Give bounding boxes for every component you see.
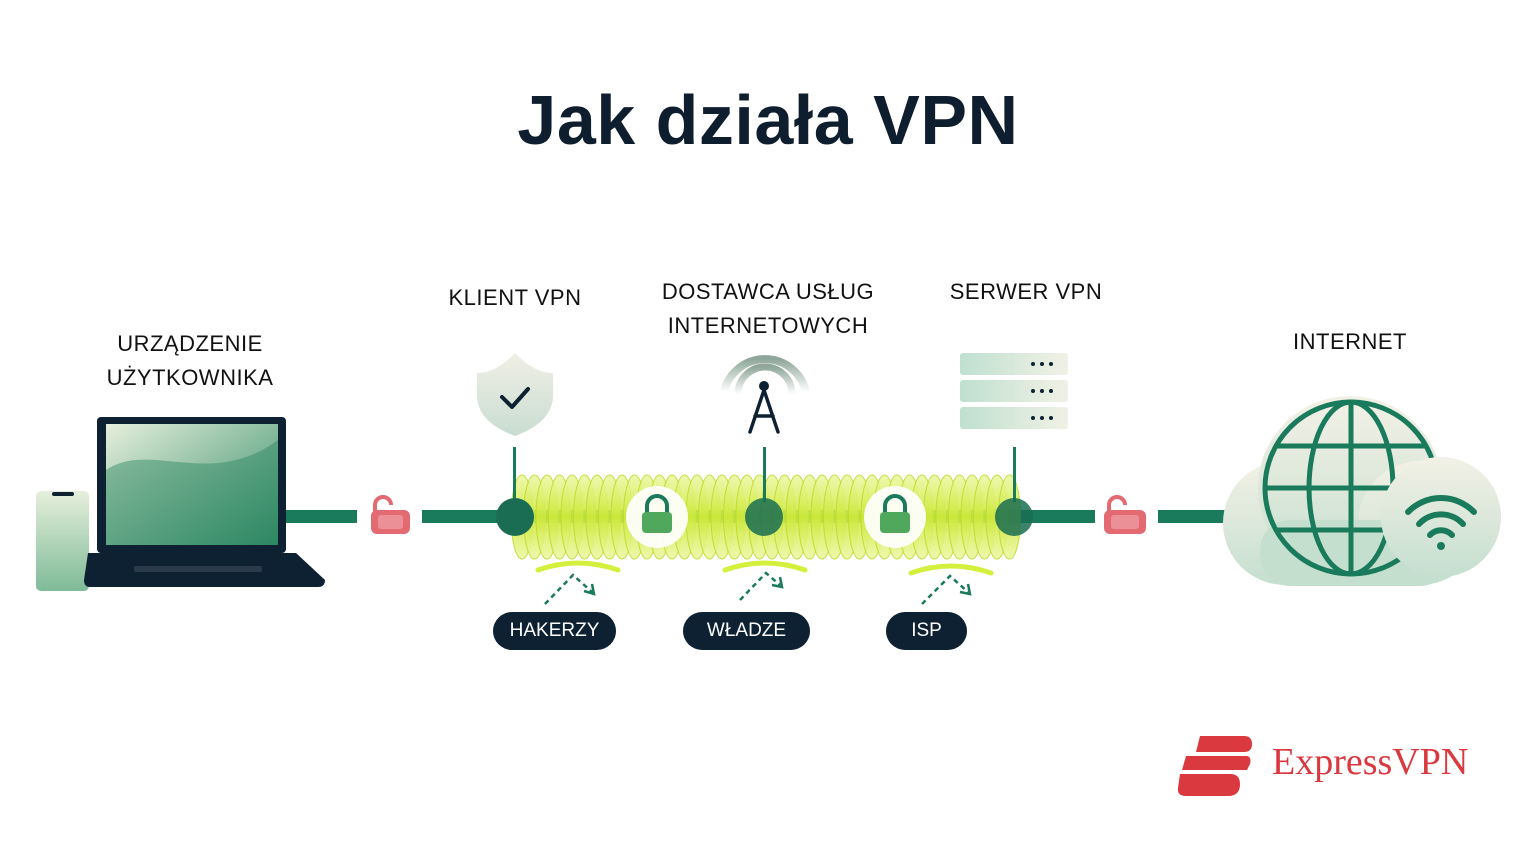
interception-arrow-icon [535, 560, 621, 605]
threat-badge-authorities: WŁADZE [683, 612, 810, 650]
threat-badge-isp: ISP [886, 612, 967, 650]
locked-padlock-icon [626, 486, 688, 548]
vpn-server-label: SERWER VPN [949, 279, 1103, 304]
locked-padlock-icon [864, 486, 926, 548]
isp-label: DOSTAWCA USŁUG INTERNETOWYCH [661, 279, 875, 338]
laptop-icon [84, 417, 325, 587]
threat-badge-hackers: HAKERZY [493, 612, 616, 650]
node-stems [513, 447, 1016, 502]
wifi-icon [1381, 457, 1501, 577]
vpn-client-label: KLIENT VPN [448, 285, 582, 310]
connection-line [285, 510, 1228, 523]
expressvpn-logo-icon [1177, 736, 1252, 796]
vpn-server-node [995, 498, 1033, 536]
shield-check-icon [477, 353, 553, 436]
vpn-client-node [496, 498, 534, 536]
antenna-icon [720, 355, 810, 434]
unlocked-padlock-icon [371, 495, 410, 534]
interception-arrow-icon [722, 560, 808, 601]
isp-node [745, 498, 783, 536]
phone-icon [36, 491, 89, 591]
device-label: URZĄDZENIE UŻYTKOWNIKA [106, 331, 274, 390]
page-title: Jak działa VPN [517, 81, 1019, 159]
server-rack-icon [960, 353, 1068, 429]
brand-name: ExpressVPN [1272, 741, 1469, 783]
interception-arrow-icon [908, 563, 994, 605]
unlocked-padlock-icon [1104, 495, 1146, 534]
internet-label: INTERNET [1293, 329, 1407, 354]
